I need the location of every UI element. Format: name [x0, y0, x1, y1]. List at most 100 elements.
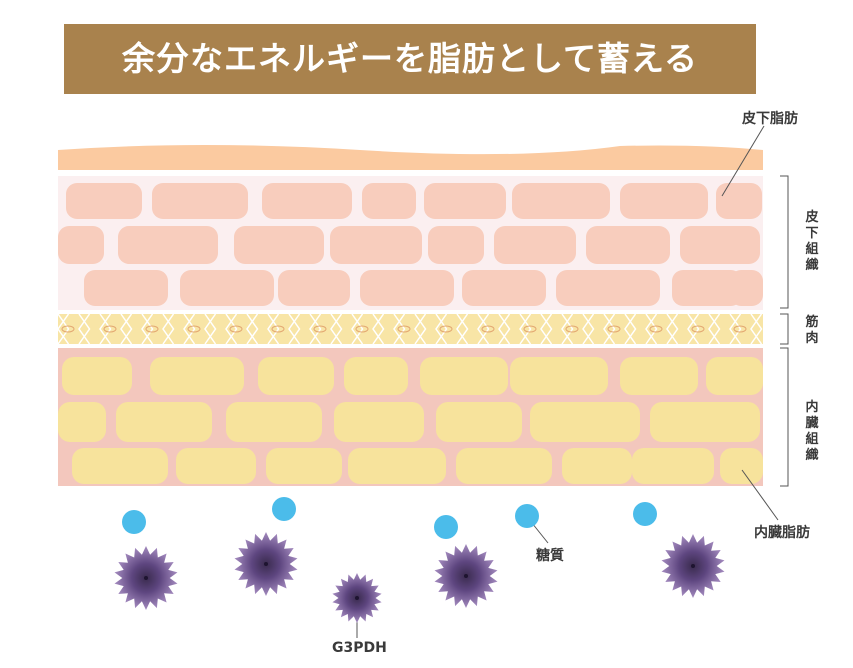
fat-cell	[632, 448, 714, 484]
fat-cell	[720, 448, 763, 484]
muscle-fiber-line	[309, 313, 322, 345]
sugar-molecule	[633, 502, 657, 526]
muscle-fiber-line	[624, 313, 637, 345]
muscle-fiber-line	[477, 313, 490, 345]
muscle-fiber-line	[435, 313, 448, 345]
muscle-fiber-line	[645, 313, 658, 345]
fat-cell	[562, 448, 632, 484]
muscle-fiber-line	[288, 313, 301, 345]
leader-visceral-fat	[741, 469, 779, 521]
muscle-fiber-line	[351, 313, 364, 345]
label-visceral-fat: 内臓脂肪	[754, 525, 810, 541]
fat-cell	[262, 183, 352, 219]
muscle-fiber-line	[246, 313, 259, 345]
muscle-fiber-line	[78, 313, 91, 345]
label-subcutaneous-tissue: 皮下組織	[805, 210, 819, 273]
fat-cell	[176, 448, 256, 484]
fat-cell	[234, 226, 324, 264]
fat-cell	[436, 402, 522, 442]
fat-cell	[258, 357, 334, 395]
fat-cell	[650, 402, 760, 442]
muscle-fiber-line	[750, 313, 763, 345]
fat-cell	[58, 226, 104, 264]
muscle-fiber-line	[162, 313, 175, 345]
fat-cell	[84, 270, 168, 306]
muscle-fiber-line	[288, 313, 301, 345]
muscle-fiber-line	[666, 313, 679, 345]
muscle-fiber-line	[78, 313, 91, 345]
muscle-fiber	[187, 325, 201, 333]
muscle-fiber-line	[309, 313, 322, 345]
fat-cell	[180, 270, 274, 306]
fat-cell	[278, 270, 350, 306]
muscle-fiber-line	[708, 313, 721, 345]
fat-cell	[620, 183, 708, 219]
fat-cell	[706, 357, 763, 395]
muscle-fiber-line	[498, 313, 511, 345]
muscle-fiber-line	[225, 313, 238, 345]
muscle-fiber-line	[582, 313, 595, 345]
muscle-fiber-line	[393, 313, 406, 345]
muscle-fiber-line	[99, 313, 112, 345]
muscle-fiber-line	[204, 313, 217, 345]
fat-cell	[72, 448, 168, 484]
label-sugar: 糖質	[536, 548, 564, 564]
enzyme-core	[264, 562, 268, 566]
muscle-fiber-line	[750, 313, 763, 345]
title-banner: 余分なエネルギーを脂肪として蓄える	[64, 24, 756, 94]
g3pdh-enzymes	[114, 532, 725, 623]
fat-cell	[424, 183, 506, 219]
muscle-fiber-line	[414, 313, 427, 345]
sugar-molecules	[122, 497, 657, 539]
bracket-subcutaneous	[780, 175, 789, 309]
muscle-fiber-line	[393, 313, 406, 345]
fat-cell	[462, 270, 546, 306]
muscle-fiber-line	[519, 313, 532, 345]
fat-cell	[716, 183, 762, 219]
fat-cell	[116, 402, 212, 442]
muscle-fiber-line	[624, 313, 637, 345]
visceral-fat-cells	[58, 357, 763, 484]
fat-cell	[266, 448, 342, 484]
fat-cell	[494, 226, 576, 264]
muscle-fiber-line	[267, 313, 280, 345]
muscle-fiber-line	[414, 313, 427, 345]
muscle-fiber-line	[99, 313, 112, 345]
fat-cell	[118, 226, 218, 264]
muscle-fiber	[61, 325, 75, 333]
fat-cell	[66, 183, 142, 219]
muscle-fiber-line	[603, 313, 616, 345]
fat-cell	[226, 402, 322, 442]
sugar-molecule	[122, 510, 146, 534]
enzyme-core	[691, 564, 695, 568]
fat-cell	[152, 183, 248, 219]
muscle-fiber-line	[477, 313, 490, 345]
fat-cell	[530, 402, 640, 442]
muscle-fiber	[565, 325, 579, 333]
muscle-fiber	[523, 325, 537, 333]
fat-cell	[330, 226, 422, 264]
muscle-fiber-line	[729, 313, 742, 345]
muscle-fiber	[733, 325, 747, 333]
fat-cell	[456, 448, 552, 484]
muscle-fiber-line	[330, 313, 343, 345]
muscle-fiber-line	[183, 313, 196, 345]
muscle-fiber-line	[351, 313, 364, 345]
fat-cell	[672, 270, 742, 306]
fat-cell	[58, 402, 106, 442]
fat-cell	[150, 357, 244, 395]
fat-cell	[428, 226, 484, 264]
bracket-muscle	[780, 313, 789, 345]
enzyme-core	[144, 576, 148, 580]
muscle-fiber-line	[729, 313, 742, 345]
muscle-fiber-line	[561, 313, 574, 345]
muscle-fiber-line	[120, 313, 133, 345]
label-muscle: 筋肉	[805, 315, 819, 346]
muscle-fiber	[145, 325, 159, 333]
fat-cell	[360, 270, 454, 306]
muscle-fiber-line	[162, 313, 175, 345]
fat-cell	[556, 270, 660, 306]
muscle-fiber-line	[57, 313, 70, 345]
muscle-fiber-line	[372, 313, 385, 345]
muscle-fiber-line	[540, 313, 553, 345]
